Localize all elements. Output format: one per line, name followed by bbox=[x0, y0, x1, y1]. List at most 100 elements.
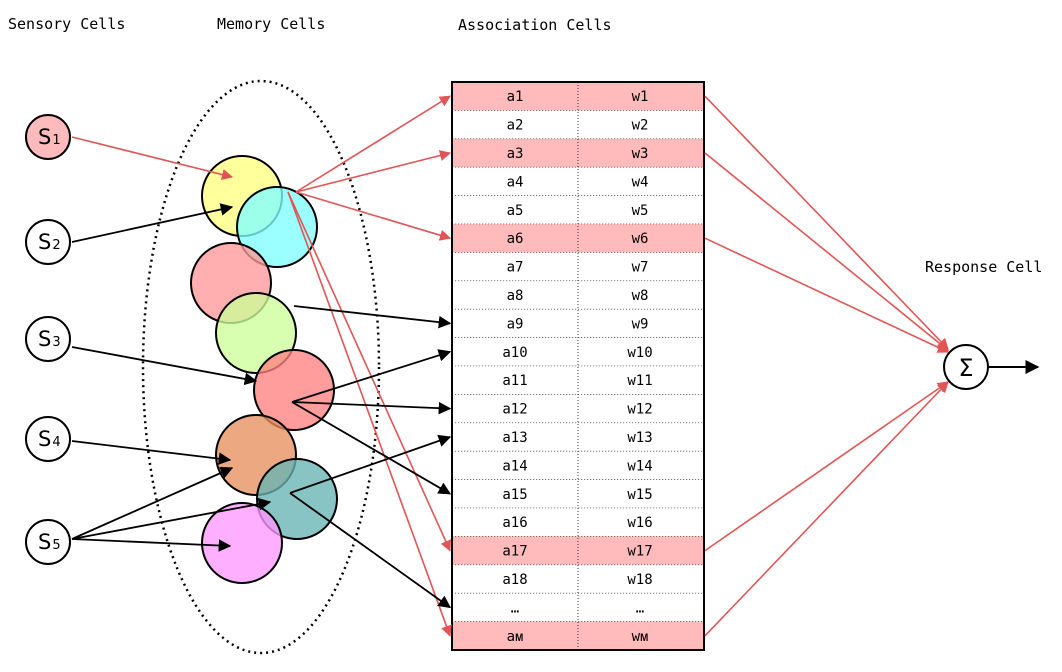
association-cell-label: a1 bbox=[507, 89, 524, 105]
sensory-cell-s5: S5 bbox=[25, 519, 71, 565]
weight-label: w14 bbox=[627, 458, 652, 474]
memory-cell-red bbox=[253, 349, 335, 431]
association-row: a3 w3 bbox=[451, 138, 705, 168]
memory-cells bbox=[190, 155, 338, 584]
sigma-symbol: Σ bbox=[958, 354, 973, 382]
sensory-cell-circle bbox=[25, 316, 71, 362]
weight-label: w15 bbox=[627, 487, 652, 503]
weight-label: w10 bbox=[627, 345, 652, 361]
association-row: a14 w14 bbox=[451, 450, 705, 480]
response-cell: Σ bbox=[943, 344, 1040, 390]
edge-memory-to-a9 bbox=[293, 305, 452, 329]
weight-label: wᴍ bbox=[632, 629, 649, 645]
weight-label: w6 bbox=[632, 231, 649, 247]
sensory-cells-header: Sensory Cells bbox=[8, 15, 125, 33]
association-cell-label: a12 bbox=[502, 402, 527, 418]
edge-memory-to-a13 bbox=[289, 434, 452, 494]
sensory-cell-circle bbox=[25, 114, 71, 160]
edge-s5-to-memory-c bbox=[71, 538, 232, 552]
edge-weight-to-response bbox=[704, 95, 949, 350]
weight-label: w13 bbox=[627, 430, 652, 446]
edge-memory-to-a1 bbox=[295, 95, 451, 193]
association-row-bg bbox=[451, 621, 705, 651]
edge-s3-to-memory bbox=[71, 346, 258, 386]
edge-memory-to-a12 bbox=[291, 401, 452, 415]
edge-memory-to-a3 bbox=[295, 150, 452, 193]
association-row: a5 w5 bbox=[451, 195, 705, 225]
association-cell-label: a6 bbox=[507, 231, 524, 247]
sensory-cell-s2: S2 bbox=[25, 219, 71, 265]
association-cell-label: a15 bbox=[502, 487, 527, 503]
association-cell-label: aᴍ bbox=[507, 629, 524, 645]
edge-memory-to-a10 bbox=[291, 349, 452, 403]
weight-label: w17 bbox=[627, 544, 652, 560]
weight-label: w3 bbox=[632, 146, 649, 162]
association-cell-label: a11 bbox=[502, 373, 527, 389]
association-cell-label: a17 bbox=[502, 544, 527, 560]
weight-label: w16 bbox=[627, 515, 652, 531]
association-cell-label: a14 bbox=[502, 458, 527, 474]
association-row-bg bbox=[451, 252, 705, 282]
sensory-cell-circle bbox=[25, 219, 71, 265]
sensory-cell-s1: S1 bbox=[25, 114, 71, 160]
edge-s2-to-memory bbox=[71, 203, 234, 243]
association-row: a18 w18 bbox=[451, 564, 705, 594]
association-row: aᴍ wᴍ bbox=[451, 621, 705, 651]
edge-memory-to-a17 bbox=[287, 191, 451, 552]
edge-weight-to-response bbox=[704, 237, 950, 353]
edge-s4-to-memory bbox=[71, 440, 232, 465]
association-cell-label: a9 bbox=[507, 316, 524, 332]
edge-weight-to-response bbox=[704, 152, 949, 351]
association-cell-label: a18 bbox=[502, 572, 527, 588]
association-cell-label: a5 bbox=[507, 203, 524, 219]
edge-memory-to-a15 bbox=[291, 401, 452, 495]
sensory-cell-s4: S4 bbox=[25, 416, 71, 462]
weight-label: w12 bbox=[627, 402, 652, 418]
association-cell-label: a10 bbox=[502, 345, 527, 361]
association-cell-label: a7 bbox=[507, 260, 524, 276]
weight-label: w18 bbox=[627, 572, 652, 588]
edge-weight-to-response bbox=[704, 381, 949, 552]
edge-memory-to-ellipsis bbox=[289, 492, 452, 609]
weight-label: w7 bbox=[632, 260, 649, 276]
edge-memory-to-a6 bbox=[295, 191, 452, 241]
association-row-bg bbox=[451, 564, 705, 594]
edge-weight-to-response bbox=[704, 381, 949, 637]
weight-label: w1 bbox=[632, 89, 649, 105]
weight-label: w2 bbox=[632, 118, 649, 134]
association-table: a1 w1 a2 w2 a3 w3 a4 w4 a5 w5 a6 w6 a7 w7 a8 w8 a9 w9 a10 w… bbox=[451, 81, 705, 651]
weight-label: w11 bbox=[627, 373, 652, 389]
table-border bbox=[451, 81, 705, 651]
association-row: a7 w7 bbox=[451, 252, 705, 282]
weight-label: w5 bbox=[632, 203, 649, 219]
association-cell-label: a2 bbox=[507, 118, 524, 134]
memory-cell-cyan bbox=[236, 186, 318, 268]
association-cell-label: a8 bbox=[507, 288, 524, 304]
memory-cells-boundary bbox=[141, 79, 381, 655]
sensory-cell-s3: S3 bbox=[25, 316, 71, 362]
association-cell-label: a3 bbox=[507, 146, 524, 162]
edge-s5-to-memory-b bbox=[71, 497, 272, 540]
memory-cells-header: Memory Cells bbox=[217, 15, 325, 33]
weight-label: … bbox=[636, 600, 644, 616]
edge-s5-to-memory-a bbox=[71, 466, 234, 540]
response-cell-circle bbox=[943, 344, 989, 390]
sensory-cell-circle bbox=[25, 416, 71, 462]
weight-label: w4 bbox=[632, 174, 649, 190]
association-cell-label: … bbox=[511, 600, 519, 616]
edge-s1-to-memory bbox=[71, 136, 234, 180]
weight-label: w9 bbox=[632, 316, 649, 332]
response-cell-header: Response Cell bbox=[925, 258, 1042, 276]
association-cell-label: a13 bbox=[502, 430, 527, 446]
association-row-bg bbox=[451, 138, 705, 168]
edge-memory-to-am bbox=[287, 191, 452, 637]
association-cell-label: a16 bbox=[502, 515, 527, 531]
weight-label: w8 bbox=[632, 288, 649, 304]
connections bbox=[71, 95, 950, 637]
memory-cell-pink bbox=[201, 502, 283, 584]
association-cell-label: a4 bbox=[507, 174, 524, 190]
association-cells-header: Association Cells bbox=[458, 16, 612, 34]
sensory-cell-circle bbox=[25, 519, 71, 565]
